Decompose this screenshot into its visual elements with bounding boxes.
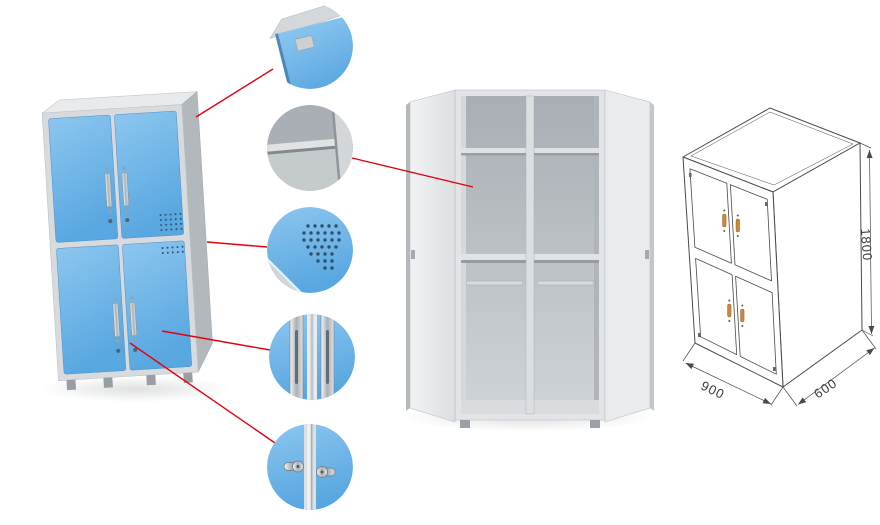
edge-channel-bars bbox=[289, 314, 335, 400]
height-dimension-line bbox=[866, 149, 875, 335]
door-latch-nub bbox=[411, 250, 415, 259]
locker-door-bottom-left bbox=[56, 244, 127, 375]
lock-keyhole bbox=[116, 348, 121, 353]
lock-keyhole bbox=[108, 219, 113, 224]
left-latch bbox=[283, 460, 304, 473]
locker-door-top-left bbox=[48, 114, 119, 243]
sketch-hinge-marks bbox=[689, 173, 776, 371]
depth-dimension-label: 600 bbox=[811, 375, 840, 401]
callout-lock-latch-detail bbox=[267, 424, 353, 510]
width-dimension-label: 900 bbox=[699, 378, 728, 402]
sketch-door-top-right bbox=[730, 184, 772, 282]
hanging-rods bbox=[465, 280, 595, 286]
sketch-door-top-left bbox=[689, 168, 732, 264]
ventilation-holes bbox=[159, 212, 184, 255]
callout-top-corner-detail bbox=[267, 3, 353, 89]
open-door-left bbox=[406, 89, 456, 423]
label-plate bbox=[294, 35, 315, 52]
sketch-top-inset-line bbox=[690, 111, 854, 186]
center-divider bbox=[525, 95, 535, 415]
closed-locker-view bbox=[35, 80, 230, 405]
depth-dimension-line bbox=[797, 347, 875, 405]
callout-door-edge-channel-detail bbox=[269, 314, 355, 400]
height-dimension-label: 1800 bbox=[858, 228, 875, 262]
open-door-right bbox=[604, 89, 654, 423]
callout-interior-shelf-detail bbox=[267, 105, 353, 191]
door-handles-top bbox=[104, 166, 130, 224]
open-locker-view bbox=[398, 78, 656, 430]
dimension-sketch-view: 1800 900 600 bbox=[655, 95, 880, 435]
door-handles-bottom bbox=[112, 296, 138, 353]
sketch-handle-screws bbox=[723, 209, 744, 327]
sketch-door-bottom-left bbox=[695, 257, 738, 356]
sketch-handles bbox=[722, 213, 745, 323]
sketch-door-bottom-right bbox=[735, 275, 777, 375]
dimension-lines bbox=[682, 142, 877, 407]
door-latch-nub bbox=[645, 250, 649, 259]
callout-ventilation-holes-detail bbox=[267, 207, 353, 293]
locker-door-top-right bbox=[114, 110, 184, 239]
right-latch bbox=[316, 466, 336, 478]
lock-keyhole bbox=[125, 218, 130, 223]
vent-hole-dots bbox=[302, 224, 341, 270]
cabinet-feet bbox=[460, 420, 600, 428]
width-dimension-line bbox=[685, 362, 772, 405]
